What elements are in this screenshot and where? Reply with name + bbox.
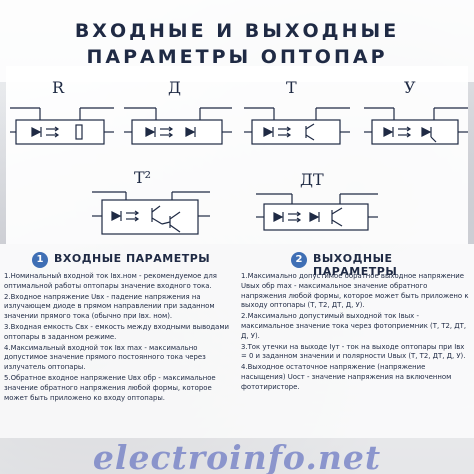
output-parameters-list: 1.Максимально допустимое обратное выходн… [241, 272, 470, 394]
diagram-label-u: У [404, 78, 416, 97]
diagram-panel [6, 66, 468, 244]
list-item: 3.Ток утечки на выходе Iут - ток на выхо… [241, 342, 466, 361]
section-number-2: 2 [291, 252, 307, 268]
title-line-1: ВХОДНЫЕ И ВЫХОДНЫЕ [74, 20, 400, 42]
optocoupler-t2-diagram [92, 191, 210, 235]
list-item: 4.Выходное остаточное напряжение (напряж… [241, 363, 452, 391]
optocoupler-d-diagram [124, 107, 232, 145]
list-item: 5.Обратное входное напряжение Uвх обр - … [4, 373, 216, 402]
list-item: 1.Максимально допустимое обратное выходн… [241, 272, 469, 310]
diagram-label-r: R [52, 78, 65, 97]
input-parameters-section: 1 ВХОДНЫЕ ПАРАМЕТРЫ 1.Номинальный входно… [0, 244, 237, 438]
output-parameters-title: ВЫХОДНЫЕ ПАРАМЕТРЫ [313, 252, 398, 278]
diagram-label-t2: Т² [134, 168, 152, 187]
diagram-label-t: Т [286, 78, 297, 97]
optocoupler-dt-diagram [256, 193, 378, 231]
site-watermark: electroinfo.net [92, 438, 382, 474]
diagram-label-d: Д [168, 78, 182, 97]
watermark-band: electroinfo.net [0, 438, 474, 474]
input-parameters-title: ВХОДНЫЕ ПАРАМЕТРЫ [54, 252, 211, 265]
output-parameters-header: 2 ВЫХОДНЫЕ ПАРАМЕТРЫ [237, 250, 474, 278]
input-parameters-list: 1.Номинальный входной ток Iвх.ном - реко… [4, 272, 233, 404]
list-item: 3.Входная емкость Свх - емкость между вх… [4, 322, 230, 341]
list-item: 2.Максимально допустимый выходной ток Iв… [241, 312, 467, 340]
input-parameters-header: 1 ВХОДНЫЕ ПАРАМЕТРЫ [0, 250, 237, 270]
optocoupler-t-diagram [244, 107, 350, 145]
section-number-1: 1 [32, 252, 48, 268]
optocoupler-u-diagram [364, 107, 468, 145]
list-item: 1.Номинальный входной ток Iвх.ном - реко… [4, 272, 217, 290]
title-line-2: ПАРАМЕТРЫ ОПТОПАР [86, 46, 388, 68]
list-item: 4.Максимальный входной ток Iвх max - мак… [4, 343, 206, 372]
output-parameters-section: 2 ВЫХОДНЫЕ ПАРАМЕТРЫ 1.Максимально допус… [237, 244, 474, 438]
list-item: 2.Входное напряжение Uвх - падение напря… [4, 292, 215, 321]
diagram-label-dt: ДТ [300, 170, 324, 189]
optocoupler-r-diagram [10, 107, 114, 145]
